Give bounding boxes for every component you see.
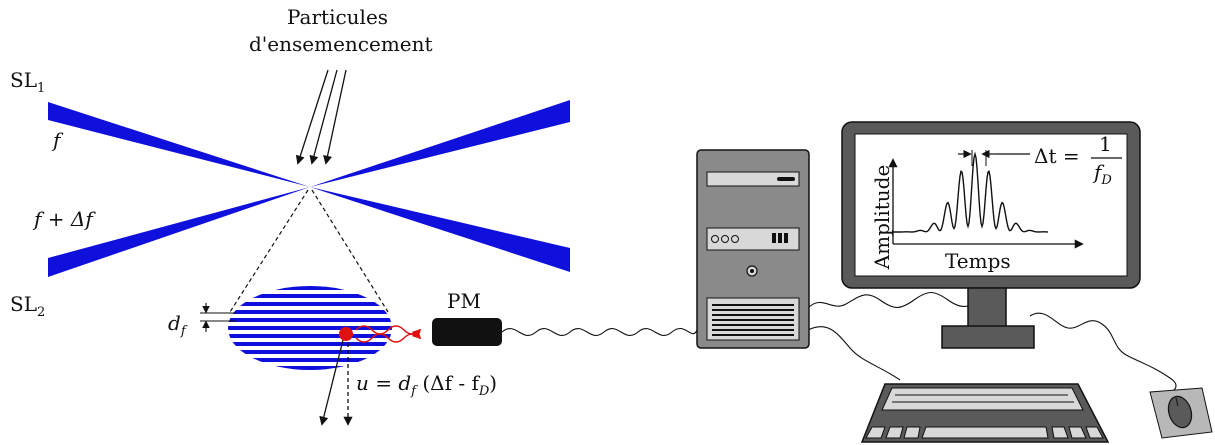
particles-label-line2: d'ensemencement [249, 32, 433, 56]
sl2-label: SL2 [10, 292, 45, 320]
fringe-stripe [228, 334, 392, 338]
fringe-stripe [228, 358, 392, 362]
fringe-stripe [228, 326, 392, 330]
monitor-cable [807, 291, 977, 309]
keyboard-cable [807, 326, 901, 381]
fringe-stripe [228, 302, 392, 306]
beam-sl1-right [310, 187, 570, 272]
sl2-sub: 2 [36, 305, 46, 320]
laser-beams [48, 100, 570, 277]
pm-cable [501, 327, 699, 336]
velocity-rest: (Δf - f [415, 371, 479, 395]
beam-sl2-left [48, 187, 310, 277]
monitor-icon [841, 121, 1141, 349]
zoom-lines [229, 189, 389, 313]
velocity-sub2: D [478, 384, 490, 399]
cables [501, 291, 1177, 401]
beam1-frequency: f [53, 128, 61, 152]
fringe-stripe [228, 318, 392, 322]
desktop-tower-icon [696, 149, 810, 349]
sl2-main: SL [10, 292, 37, 316]
seeding-particle-arrows [295, 69, 347, 165]
beam2-frequency: f + Δf [34, 207, 93, 231]
photomultiplier-icon [432, 318, 502, 346]
fringe-stripe [228, 342, 392, 346]
seeding-particle [339, 327, 353, 341]
particle-arrow [323, 69, 347, 165]
scattered-light [355, 325, 422, 343]
pm-label: PM [447, 289, 481, 313]
velocity-formula: u = df (Δf - fD) [356, 371, 497, 399]
particle-motion [319, 327, 353, 426]
den-main: f [1094, 160, 1102, 184]
den-sub: D [1101, 173, 1112, 188]
sl1-main: SL [10, 68, 37, 92]
fringe-stripe [228, 294, 392, 298]
velocity-main: u = d [356, 371, 412, 395]
fringe-stripe [228, 366, 392, 370]
velocity-sub: f [411, 384, 416, 399]
sl1-sub: 1 [36, 81, 46, 96]
delta-t-denominator: fD [1094, 160, 1112, 188]
particle-arrow [309, 69, 338, 165]
doppler-burst-signal [893, 151, 1048, 233]
particle-arrow [295, 69, 329, 165]
particles-label-line1: Particules [287, 5, 389, 29]
fringe-sub: f [180, 324, 186, 339]
fringe-stripe [228, 350, 392, 354]
beam-sl2-right [310, 100, 570, 187]
fringe-main: d [168, 311, 181, 335]
fringe-spacing-label: df [168, 311, 186, 339]
sl1-label: SL1 [10, 68, 45, 96]
fringe-stripe [228, 286, 392, 290]
fringe-spacing-marker [200, 303, 236, 332]
velocity-close: ) [489, 371, 498, 395]
delta-t-label: Δt = [1034, 144, 1080, 168]
beam-sl1-left [48, 102, 310, 187]
mouse-icon [1149, 387, 1213, 439]
fringe-stripe [228, 310, 392, 314]
delta-t-numerator: 1 [1099, 132, 1112, 156]
fringe-pattern [228, 286, 392, 370]
monitor-yaxis-label: Amplitude [870, 164, 894, 270]
keyboard-icon [860, 383, 1110, 443]
mouse-cable [1029, 312, 1177, 401]
monitor-xaxis-label: Temps [945, 249, 1011, 273]
